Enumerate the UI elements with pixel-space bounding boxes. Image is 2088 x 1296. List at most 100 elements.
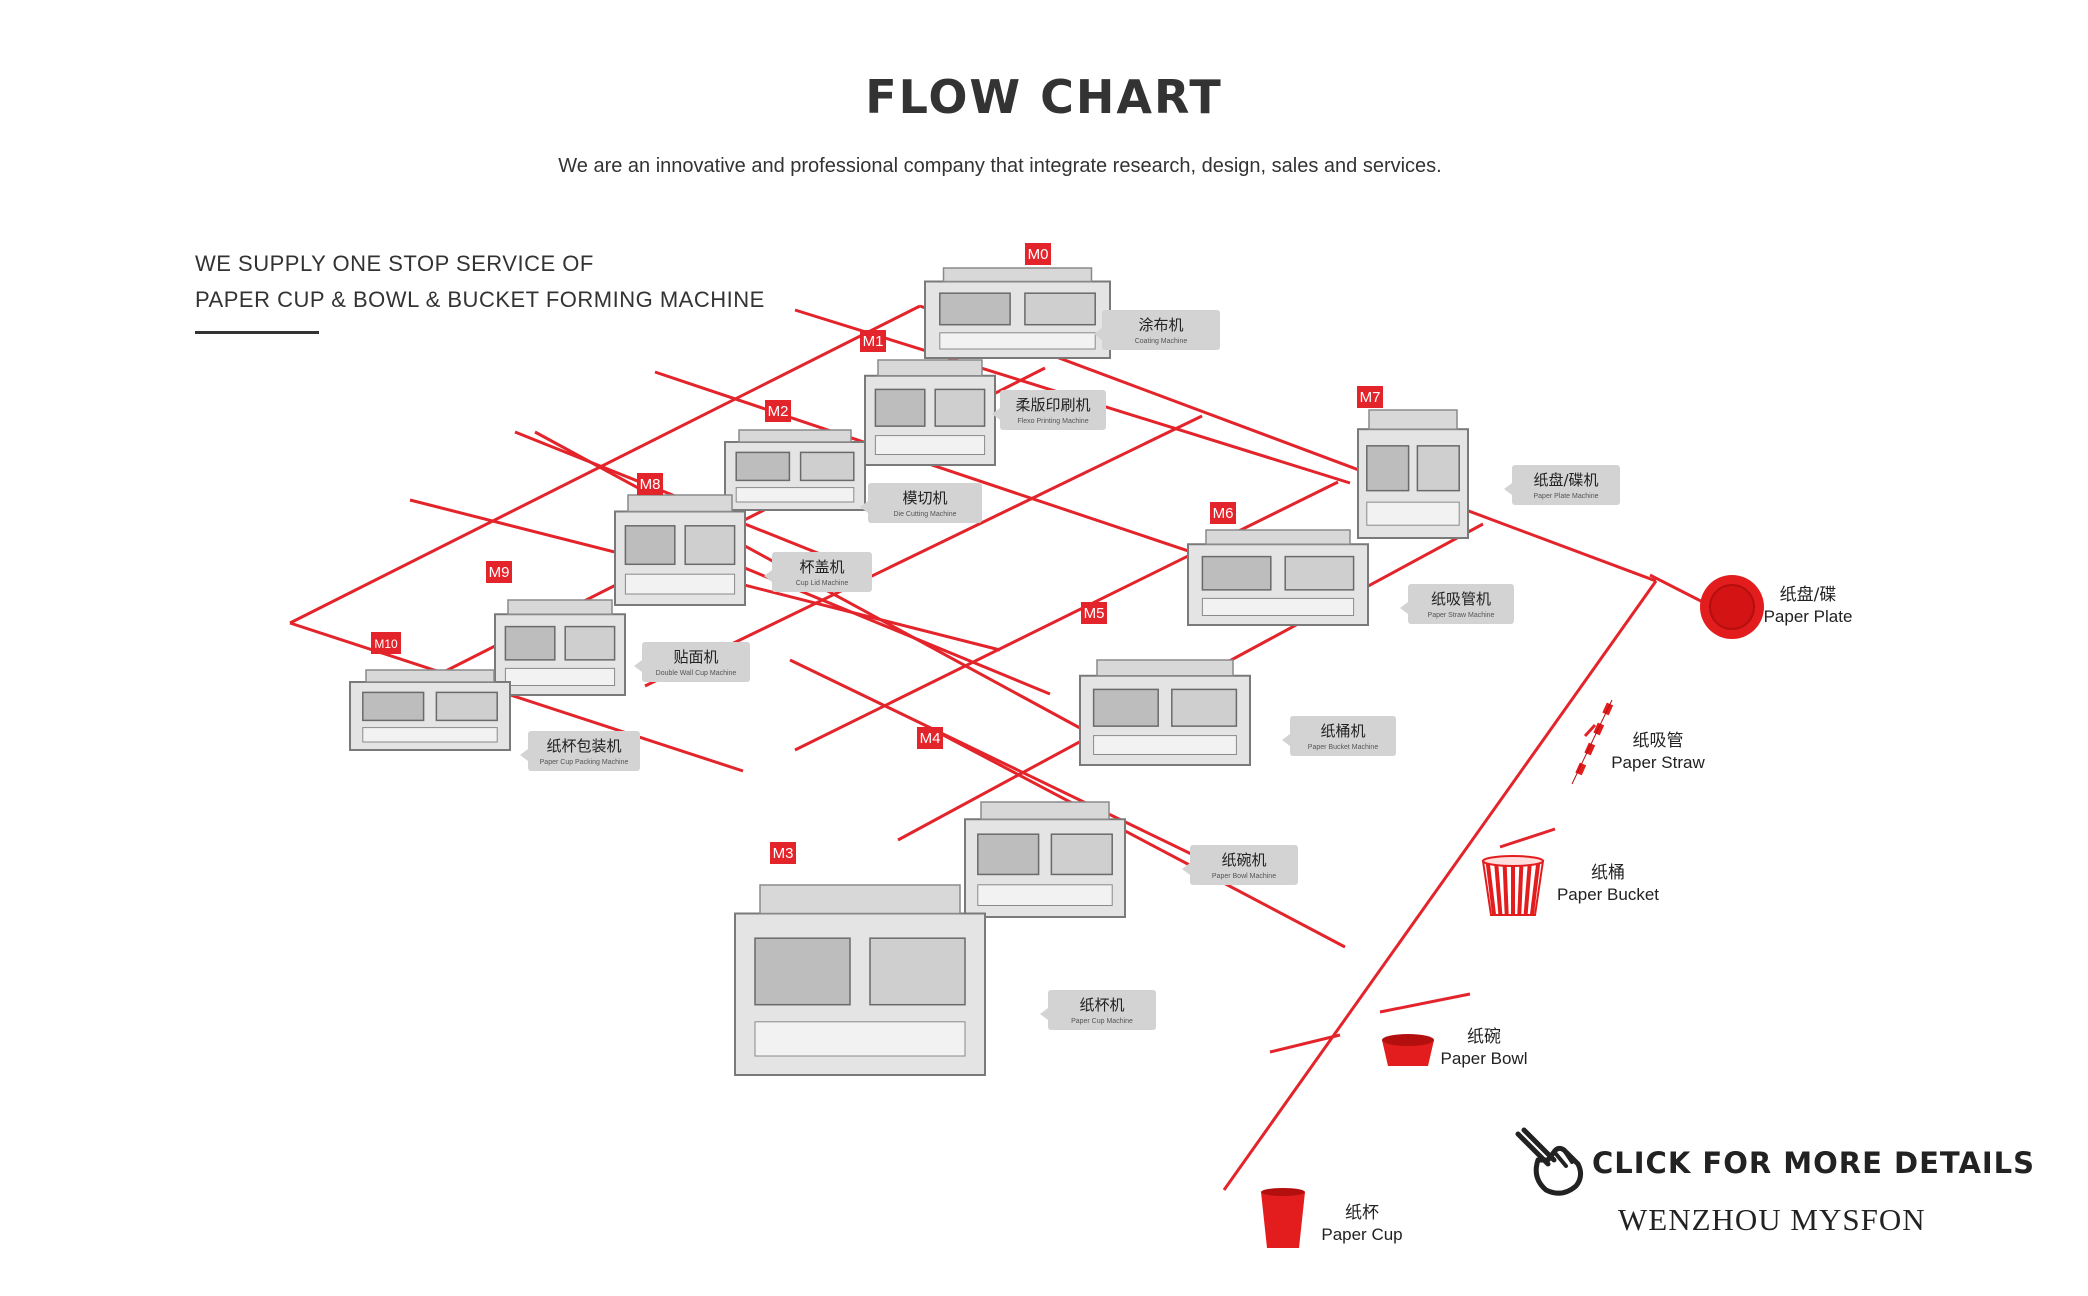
brand-name: WENZHOU MYSFON xyxy=(1618,1202,1926,1237)
machine-code-badge xyxy=(917,727,943,749)
bowl-icon xyxy=(1382,1034,1434,1066)
label-pointer xyxy=(764,570,772,582)
label-pointer xyxy=(634,660,642,672)
machine-illustration xyxy=(734,884,986,1076)
product-name-en: Paper Plate xyxy=(1764,607,1853,626)
intro-text: WE SUPPLY ONE STOP SERVICE OF PAPER CUP … xyxy=(195,246,765,318)
machine-label-box xyxy=(868,483,982,523)
intro-line-2: PAPER CUP & BOWL & BUCKET FORMING MACHIN… xyxy=(195,287,765,312)
machine-name-cn: 纸碗机 xyxy=(1221,851,1266,869)
page-title: FLOW CHART xyxy=(865,70,1223,124)
product-paper-plate[interactable]: 纸盘/碟 Paper Plate xyxy=(1700,575,1852,639)
machine-label-box xyxy=(1000,390,1106,430)
grid-line xyxy=(1269,1033,1341,1054)
product-name-en: Paper Cup xyxy=(1321,1225,1402,1244)
product-name-en: Paper Bucket xyxy=(1557,885,1659,904)
machine-name-cn: 纸盘/碟机 xyxy=(1533,471,1598,489)
machine-illustration xyxy=(1357,409,1469,540)
machine-name-cn: 贴面机 xyxy=(673,648,718,666)
machine-name-en: Paper Bowl Machine xyxy=(1212,873,1276,880)
machine-label-box xyxy=(642,642,750,682)
machine-illustration xyxy=(724,429,866,511)
machine-label-box xyxy=(1102,310,1220,350)
machine-label-box xyxy=(772,552,872,592)
label-pointer xyxy=(992,408,1000,420)
label-pointer xyxy=(1400,602,1408,614)
machine-code: M10 xyxy=(374,637,398,651)
machine-name-en: Paper Plate Machine xyxy=(1534,493,1599,500)
label-pointer xyxy=(1040,1008,1048,1020)
grid-line xyxy=(1379,992,1471,1014)
grid-line xyxy=(1222,580,1658,1191)
machine-label-box xyxy=(1408,584,1514,624)
machine-name-en: Double Wall Cup Machine xyxy=(656,670,737,677)
machine-code: M2 xyxy=(768,403,789,420)
machine-code-badge xyxy=(486,561,512,583)
product-name-cn: 纸杯 xyxy=(1345,1203,1379,1223)
intro-line-1: WE SUPPLY ONE STOP SERVICE OF xyxy=(195,251,594,276)
machine-m4[interactable]: M4 纸碗机 Paper Bowl Machine xyxy=(917,727,1298,918)
machine-code-badge xyxy=(860,330,886,352)
machine-name-en: Paper Straw Machine xyxy=(1428,612,1495,619)
machine-name-en: Paper Cup Packing Machine xyxy=(540,759,629,766)
label-pointer xyxy=(860,501,868,513)
machine-code-badge xyxy=(1081,602,1107,624)
product-name-cn: 纸桶 xyxy=(1591,863,1625,883)
machine-code: M7 xyxy=(1360,389,1381,406)
machine-code-badge xyxy=(765,400,791,422)
machine-label-box xyxy=(1290,716,1396,756)
machine-illustration xyxy=(964,801,1126,918)
machine-illustration xyxy=(1187,529,1369,626)
machine-code: M5 xyxy=(1084,605,1105,622)
machine-code-badge xyxy=(1210,502,1236,524)
product-paper-bucket[interactable]: 纸桶 Paper Bucket xyxy=(1481,855,1659,916)
grid-line xyxy=(644,414,1203,688)
cta-panel[interactable]: CLICK FOR MORE DETAILS WENZHOU MYSFON xyxy=(1478,1092,2038,1252)
machine-illustration xyxy=(614,494,746,606)
label-pointer xyxy=(1282,734,1290,746)
machine-illustration xyxy=(494,599,626,696)
grid-line xyxy=(1499,827,1556,849)
plate-icon xyxy=(1700,575,1764,639)
straw-icon xyxy=(1570,699,1614,786)
machine-name-cn: 纸杯机 xyxy=(1079,996,1124,1014)
machine-name-en: Coating Machine xyxy=(1135,338,1188,345)
label-pointer xyxy=(1182,863,1190,875)
page-subtitle: We are an innovative and professional co… xyxy=(558,155,1442,177)
machine-name-cn: 纸杯包装机 xyxy=(546,737,621,755)
machine-m10[interactable]: M10 纸杯包装机 Paper Cup Packing Machine xyxy=(349,632,640,771)
grid-line xyxy=(654,370,1246,572)
machine-name-cn: 纸桶机 xyxy=(1320,722,1365,740)
machine-code: M8 xyxy=(640,476,661,493)
product-name-en: Paper Straw xyxy=(1611,753,1705,772)
machine-name-en: Die Cutting Machine xyxy=(893,511,956,518)
details-link[interactable]: CLICK FOR MORE DETAILS xyxy=(1592,1146,2036,1180)
machine-code-badge xyxy=(371,632,401,654)
machine-name-en: Paper Cup Machine xyxy=(1071,1018,1133,1025)
machine-name-en: Flexo Printing Machine xyxy=(1017,418,1088,425)
intro-divider xyxy=(195,331,319,334)
machine-label-box xyxy=(1048,990,1156,1030)
machine-label-box xyxy=(1190,845,1298,885)
machine-code: M4 xyxy=(920,730,941,747)
product-name-cn: 纸盘/碟 xyxy=(1780,585,1837,605)
machine-name-cn: 模切机 xyxy=(902,489,947,507)
grid-line xyxy=(789,658,1211,865)
machine-m7[interactable]: M7 纸盘/碟机 Paper Plate Machine xyxy=(1357,386,1620,540)
product-paper-cup[interactable]: 纸杯 Paper Cup xyxy=(1261,1188,1403,1248)
machine-m2[interactable]: M2 模切机 Die Cutting Machine xyxy=(724,400,982,523)
machine-name-cn: 柔版印刷机 xyxy=(1015,396,1090,414)
grid-line xyxy=(289,621,744,773)
